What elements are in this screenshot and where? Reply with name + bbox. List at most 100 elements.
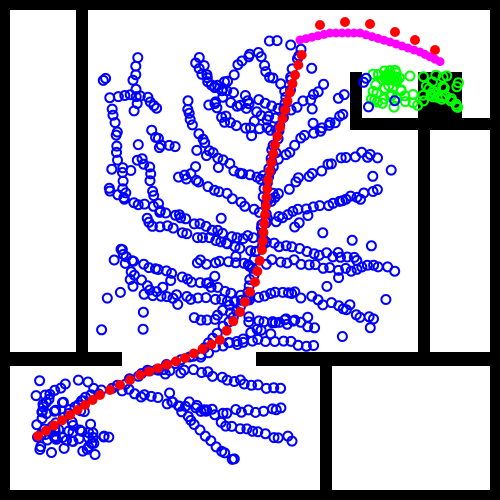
tree-node <box>185 168 197 180</box>
tree-node <box>138 258 150 270</box>
tree-node <box>312 86 324 98</box>
path-node <box>250 277 260 287</box>
path-node <box>153 363 163 374</box>
tree-node <box>112 154 123 166</box>
tree-node <box>111 140 123 152</box>
tree-node <box>215 212 227 224</box>
tree-node <box>57 396 69 408</box>
goal-node <box>441 70 453 82</box>
goal-node <box>371 87 383 99</box>
goal-node <box>417 71 429 83</box>
tree-node <box>302 210 314 221</box>
tree-node <box>197 232 208 244</box>
path-node <box>125 375 135 385</box>
tree-node <box>261 114 273 126</box>
path-node <box>270 140 280 150</box>
path-node <box>171 356 181 367</box>
path-end-node <box>435 57 445 67</box>
path-node <box>272 131 283 142</box>
tree-node <box>316 165 328 177</box>
tree-node <box>244 260 255 272</box>
tree-node <box>317 262 329 274</box>
tree-node <box>280 240 292 252</box>
tree-node <box>212 162 224 173</box>
tree-node <box>160 207 172 219</box>
tree-node <box>272 432 284 444</box>
tree-node <box>325 158 337 170</box>
tree-node <box>221 374 233 386</box>
tree-node <box>361 259 373 271</box>
path-node <box>282 96 293 107</box>
goal-node <box>437 91 449 103</box>
tree-node <box>246 379 257 391</box>
tree-node <box>228 69 240 81</box>
path-node <box>162 359 172 370</box>
tree-node <box>335 152 347 164</box>
tree-node <box>198 60 210 72</box>
tree-node <box>109 117 121 129</box>
path-node <box>72 405 83 415</box>
tree-node <box>216 293 228 305</box>
tree-node <box>244 169 256 181</box>
tree-node <box>306 103 318 115</box>
tree-node <box>195 314 207 326</box>
tree-node <box>365 240 377 252</box>
tree-node <box>231 339 243 350</box>
path-node <box>245 287 255 297</box>
tree-node <box>355 193 366 205</box>
tree-node <box>100 72 112 84</box>
tree-node <box>125 165 137 176</box>
path-node <box>315 20 325 30</box>
goal-node <box>452 77 464 89</box>
goal-node <box>388 101 400 113</box>
goal-node <box>377 74 389 86</box>
tree-node <box>285 39 297 51</box>
tree-node <box>155 139 167 151</box>
tree-node <box>362 151 373 163</box>
path-node <box>197 344 208 354</box>
tree-node <box>337 108 349 120</box>
path-node <box>293 60 304 70</box>
tree-node <box>297 95 309 107</box>
path-node <box>263 175 273 185</box>
tree-node <box>333 272 345 284</box>
tree-node <box>128 197 140 209</box>
path-node <box>261 192 272 203</box>
tree-node <box>59 378 71 390</box>
tree-node <box>340 262 352 274</box>
tree-node <box>145 168 157 180</box>
tree-node <box>372 152 383 164</box>
tree-node <box>289 221 301 233</box>
path-node <box>277 113 288 124</box>
tree-node <box>252 426 264 438</box>
tree-node <box>188 312 200 324</box>
path-node <box>87 395 98 405</box>
tree-node <box>186 119 198 131</box>
tree-node <box>170 209 181 221</box>
tree-node <box>278 335 290 347</box>
tree-node <box>308 340 320 351</box>
tree-node <box>107 109 119 121</box>
tree-node <box>165 275 177 286</box>
path-node <box>65 410 75 420</box>
tree-node <box>267 316 279 328</box>
path-node <box>365 19 375 29</box>
tree-node <box>220 420 232 432</box>
tree-node <box>229 296 241 308</box>
tree-node <box>210 96 222 108</box>
tree-node <box>193 128 205 140</box>
tree-node <box>234 423 246 435</box>
tree-node <box>212 281 224 293</box>
tree-node <box>169 141 181 153</box>
path-node <box>258 227 269 238</box>
tree-node <box>317 227 329 239</box>
tree-node <box>301 246 313 257</box>
tree-node <box>85 418 97 430</box>
goal-node <box>407 97 419 109</box>
room-bottom-right <box>332 366 490 490</box>
tree-node <box>72 374 84 386</box>
tree-node <box>201 72 213 84</box>
tree-node <box>344 299 356 311</box>
tree-node <box>338 89 350 101</box>
